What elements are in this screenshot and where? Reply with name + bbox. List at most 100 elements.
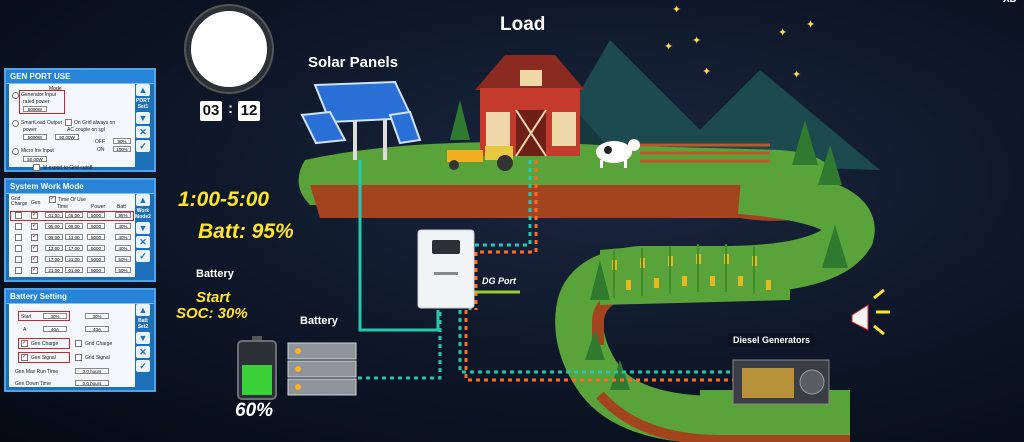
- grid-charge-checkbox[interactable]: [15, 267, 22, 274]
- time-end-cell[interactable]: 01:00: [65, 267, 83, 273]
- down-time-field[interactable]: 0.0 hours: [75, 380, 109, 386]
- radio-micro-inv-input[interactable]: [12, 148, 19, 155]
- battery-stack-label: Battery: [300, 315, 338, 327]
- batt-cell[interactable]: 50%: [115, 256, 131, 262]
- corner-text: XD: [1003, 0, 1017, 5]
- radio-smartload-output[interactable]: [12, 120, 19, 127]
- power-cell[interactable]: 5000: [87, 256, 105, 262]
- max-run-time-field[interactable]: 0.0 hours: [75, 368, 109, 374]
- power-cell[interactable]: 5000: [87, 245, 105, 251]
- close-icon[interactable]: ✕: [136, 236, 150, 248]
- gen-checkbox[interactable]: ✓: [31, 256, 38, 263]
- grid-current-field[interactable]: 40A: [85, 326, 109, 332]
- gen-signal-checkbox[interactable]: ✓: [21, 354, 28, 361]
- time-of-use-checkbox[interactable]: ✓: [49, 196, 56, 203]
- panel-side-buttons: ▲ Work Mode2 ▼ ✕ ✓: [134, 194, 152, 277]
- field-island: [600, 246, 790, 305]
- on-grid-checkbox[interactable]: [65, 119, 72, 126]
- close-icon[interactable]: ✕: [136, 346, 150, 358]
- grid-charge-checkbox[interactable]: [15, 212, 22, 219]
- gen-checkbox[interactable]: ✓: [31, 245, 38, 252]
- up-arrow-icon[interactable]: ▲: [136, 194, 150, 206]
- batt-cell[interactable]: 40%: [115, 234, 131, 240]
- power-cell[interactable]: 5000: [87, 212, 105, 218]
- gen-checkbox[interactable]: ✓: [31, 212, 38, 219]
- option-label: SmartLoad Output: [21, 120, 62, 126]
- time-end-cell[interactable]: 13:00: [65, 234, 83, 240]
- time-start-cell[interactable]: 21:00: [45, 267, 63, 273]
- panel-title: Battery Setting: [6, 290, 154, 304]
- power-cell[interactable]: 5000: [87, 267, 105, 273]
- batt-cell[interactable]: 40%: [115, 223, 131, 229]
- gen-charge-checkbox[interactable]: ✓: [21, 340, 28, 347]
- time-end-cell[interactable]: 17:00: [65, 245, 83, 251]
- power-cell[interactable]: 5000: [87, 223, 105, 229]
- time-start-cell[interactable]: 09:00: [45, 234, 63, 240]
- down-arrow-icon[interactable]: ▼: [136, 222, 150, 234]
- on-field[interactable]: 100%: [113, 146, 131, 152]
- column-header: Grid Charge: [11, 196, 28, 207]
- highlight-box: [19, 90, 65, 114]
- time-end-cell[interactable]: 21:00: [65, 256, 83, 262]
- star-icon: ✦: [692, 35, 702, 47]
- off-field[interactable]: 90%: [113, 138, 131, 144]
- soc-text: SOC: 30%: [176, 305, 248, 322]
- gen-checkbox[interactable]: ✓: [31, 234, 38, 241]
- batt-cell[interactable]: 50%: [115, 267, 131, 273]
- star-icon: ✦: [792, 69, 802, 81]
- smartload-power-field[interactable]: 5000W: [23, 134, 47, 140]
- time-start-cell[interactable]: 01:00: [45, 212, 63, 218]
- grid-signal-checkbox[interactable]: [75, 354, 82, 361]
- column-header: Gen: [31, 200, 41, 206]
- micro-inv-field[interactable]: 50.00W: [23, 156, 47, 162]
- confirm-check-icon[interactable]: ✓: [136, 250, 150, 262]
- side-label: Work Mode2: [135, 208, 151, 220]
- up-arrow-icon[interactable]: ▲: [136, 304, 150, 316]
- gen-current-field[interactable]: 40A: [43, 326, 67, 332]
- option-label: On Grid always on: [74, 120, 116, 126]
- up-arrow-icon[interactable]: ▲: [136, 84, 150, 96]
- radio-generator-input[interactable]: [12, 92, 19, 99]
- power-cell[interactable]: 5000: [87, 234, 105, 240]
- grid-charge-checkbox[interactable]: [15, 223, 22, 230]
- time-end-cell[interactable]: 09:00: [65, 223, 83, 229]
- gen-port-use-panel: GEN PORT USE Mode Generator Input rated …: [4, 68, 156, 172]
- tree: [590, 260, 610, 300]
- batt-cell[interactable]: 40%: [115, 245, 131, 251]
- time-start-cell[interactable]: 13:00: [45, 245, 63, 251]
- start-label: Start: [21, 314, 32, 320]
- batt-cell[interactable]: 95%: [115, 212, 131, 218]
- battery-target-text: Batt: 95%: [198, 220, 294, 243]
- gen-checkbox[interactable]: ✓: [31, 223, 38, 230]
- time-end-cell[interactable]: 05:00: [65, 212, 83, 218]
- option-label: Generator Input: [21, 92, 57, 98]
- ac-couple-field[interactable]: 90.00W: [55, 134, 79, 140]
- time-start-cell[interactable]: 17:00: [45, 256, 63, 262]
- down-arrow-icon[interactable]: ▼: [136, 332, 150, 344]
- grid-charge-checkbox[interactable]: [15, 245, 22, 252]
- rated-power-field[interactable]: 8000W: [23, 106, 47, 112]
- tree: [610, 360, 630, 390]
- time-start-cell[interactable]: 05:00: [45, 223, 63, 229]
- export-cutoff-checkbox[interactable]: [33, 164, 40, 171]
- confirm-check-icon[interactable]: ✓: [136, 140, 150, 152]
- star-icon: ✦: [702, 66, 712, 78]
- confirm-check-icon[interactable]: ✓: [136, 360, 150, 372]
- grid-charge-checkbox[interactable]: [15, 256, 22, 263]
- grid-charge-checkbox[interactable]: [15, 234, 22, 241]
- mountain: [540, 40, 880, 170]
- gen-checkbox[interactable]: ✓: [31, 267, 38, 274]
- battery-setting-panel: Battery Setting Start 30% 30% A 40A 40A …: [4, 288, 156, 392]
- start-label: Start: [196, 289, 231, 306]
- side-label: Batt Set2: [137, 318, 149, 330]
- diesel-generators-label: Diesel Generators: [728, 333, 816, 347]
- battery-label: Battery: [196, 268, 234, 280]
- on-label: ON: [97, 147, 105, 153]
- start-gen-field[interactable]: 30%: [43, 313, 67, 319]
- system-work-mode-panel: System Work Mode Grid Charge Gen ✓ Time …: [4, 178, 156, 282]
- option-sublabel: power: [23, 127, 37, 133]
- start-grid-field[interactable]: 30%: [85, 313, 109, 319]
- close-icon[interactable]: ✕: [136, 126, 150, 138]
- grid-charge-checkbox[interactable]: [75, 340, 82, 347]
- down-arrow-icon[interactable]: ▼: [136, 112, 150, 124]
